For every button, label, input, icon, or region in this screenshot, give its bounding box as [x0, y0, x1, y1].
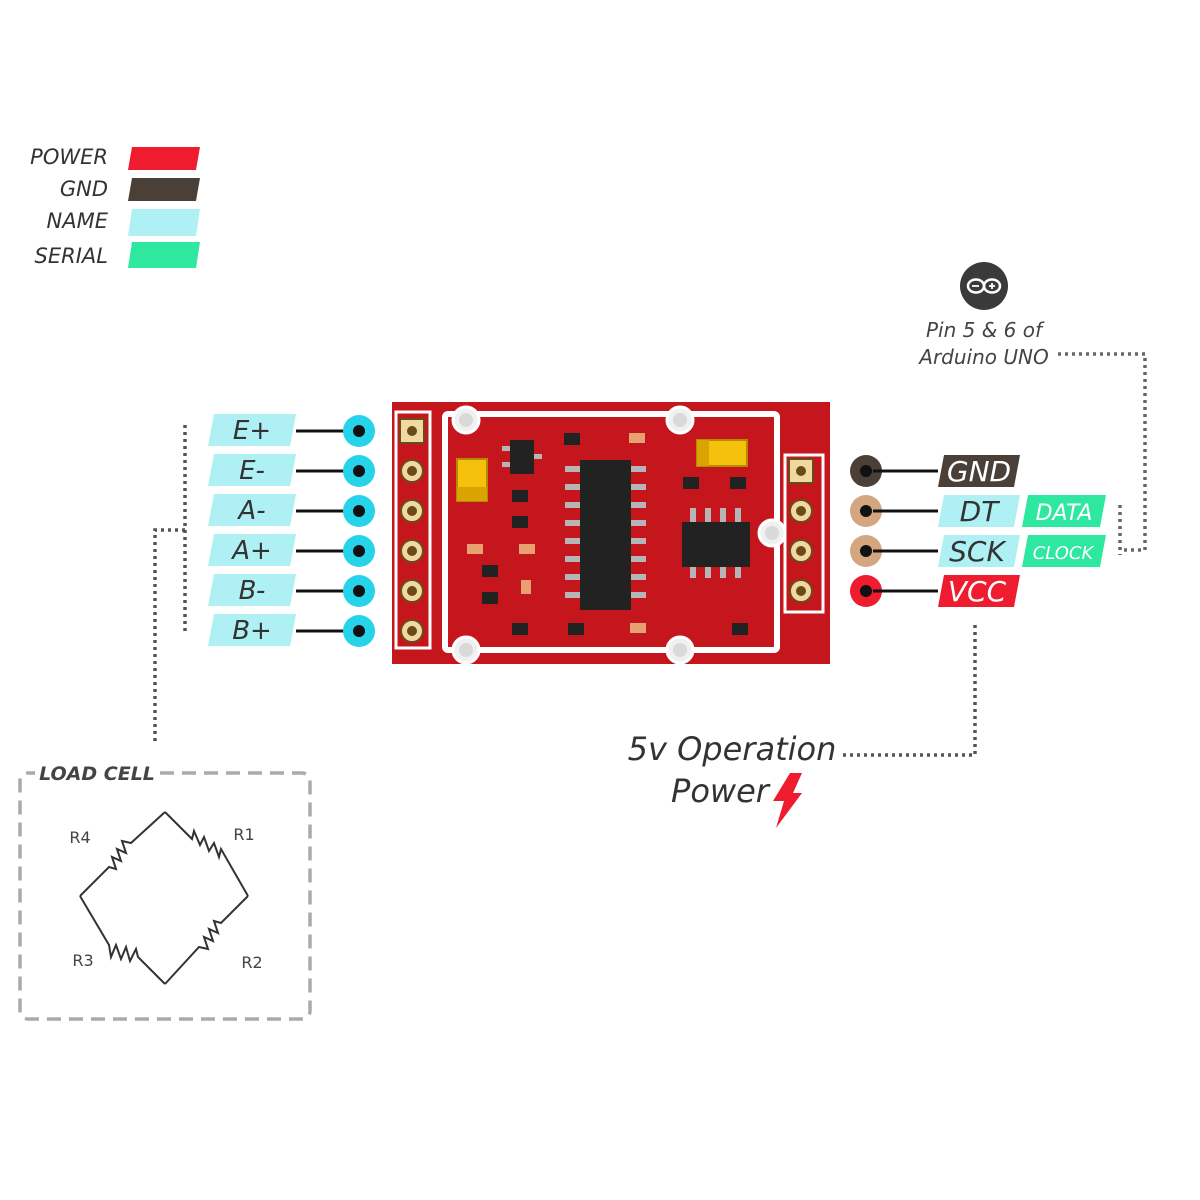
power-note: 5v Operation Power: [628, 625, 977, 828]
legend-swatch-gnd: [128, 178, 200, 201]
left-pin-label: B-: [239, 576, 266, 606]
left-pin-label: A-: [236, 496, 265, 526]
pin-name-tag: [208, 614, 296, 646]
left-pin-e-plus: E+: [208, 414, 375, 447]
legend-label-name: NAME: [47, 209, 109, 233]
right-pin-label: GND: [947, 455, 1011, 488]
arduino-logo-icon: [960, 262, 1008, 310]
right-pin-label: DT: [960, 495, 1001, 528]
right-pin-vcc: VCC: [850, 575, 1020, 608]
left-pin-label: B+: [232, 616, 272, 646]
arduino-note-line2: Arduino UNO: [917, 345, 1048, 369]
left-header: [394, 410, 432, 650]
resistor-label-r4: R4: [69, 828, 90, 847]
pin-serial-tag: [1022, 535, 1106, 567]
legend-label-power: POWER: [30, 145, 108, 169]
main-ic: [565, 460, 646, 610]
pin-name-tag: [208, 414, 296, 446]
resistor-label-r1: R1: [233, 825, 254, 844]
left-pin-list: E+ E- A- A+ B-: [208, 414, 375, 647]
pin-name-tag: [208, 494, 296, 526]
pin-power-tag: [938, 575, 1020, 607]
load-cell-title: LOAD CELL: [39, 763, 155, 785]
left-pin-label: A+: [230, 536, 272, 566]
left-pin-e-minus: E-: [208, 454, 375, 487]
smd-components: [467, 433, 748, 635]
wheatstone-bridge: [79, 811, 249, 985]
right-pin-dt: DT DATA: [850, 495, 1106, 528]
pin-gnd-tag: [938, 455, 1020, 487]
load-cell-frame: [18, 771, 312, 1021]
left-pin-a-minus: A-: [208, 494, 375, 527]
pin-name-tag: [938, 535, 1020, 567]
right-pin-sck: SCK CLOCK: [850, 535, 1106, 568]
hx711-board: [392, 402, 830, 665]
legend-swatch-power: [128, 147, 200, 170]
left-pin-b-plus: B+: [208, 614, 375, 647]
pin-name-tag: [938, 495, 1020, 527]
legend-label-serial: SERIAL: [35, 244, 108, 268]
left-pin-b-minus: B-: [208, 574, 375, 607]
power-connector-line: [842, 625, 977, 757]
right-pin-gnd: GND: [850, 455, 1020, 488]
legend: POWER GND NAME SERIAL: [30, 145, 200, 268]
left-pin-a-plus: A+: [208, 534, 375, 567]
small-ic: [682, 508, 750, 578]
legend-swatch-name: [128, 209, 200, 236]
power-note-line1: 5v Operation: [628, 730, 837, 768]
pin-name-tag: [208, 574, 296, 606]
arduino-note: Pin 5 & 6 of Arduino UNO: [917, 262, 1147, 555]
resistor-label-r3: R3: [72, 951, 93, 970]
right-pin-list: GND DT DATA SCK CLOCK VCC: [850, 455, 1106, 608]
pin-serial-tag: [1022, 495, 1106, 527]
right-pin-label: VCC: [948, 575, 1007, 608]
right-pin-serial-label: CLOCK: [1033, 543, 1095, 564]
arduino-note-line1: Pin 5 & 6 of: [926, 318, 1045, 342]
left-pin-label: E-: [239, 456, 265, 486]
legend-swatch-serial: [128, 242, 200, 268]
right-pin-serial-label: DATA: [1036, 501, 1093, 526]
left-pin-label: E+: [233, 416, 271, 446]
arduino-connector-line: [1058, 352, 1147, 552]
right-pin-label: SCK: [949, 535, 1007, 568]
pin-name-tag: [208, 454, 296, 486]
power-note-line2: Power: [671, 772, 771, 810]
load-cell-connector-line: [153, 528, 185, 745]
load-cell: LOAD CELL R1 R2 R3 R4: [18, 760, 312, 1021]
legend-label-gnd: GND: [60, 177, 108, 201]
pin-name-tag: [208, 534, 296, 566]
lightning-bolt-icon: [773, 773, 802, 828]
resistor-label-r2: R2: [241, 953, 262, 972]
